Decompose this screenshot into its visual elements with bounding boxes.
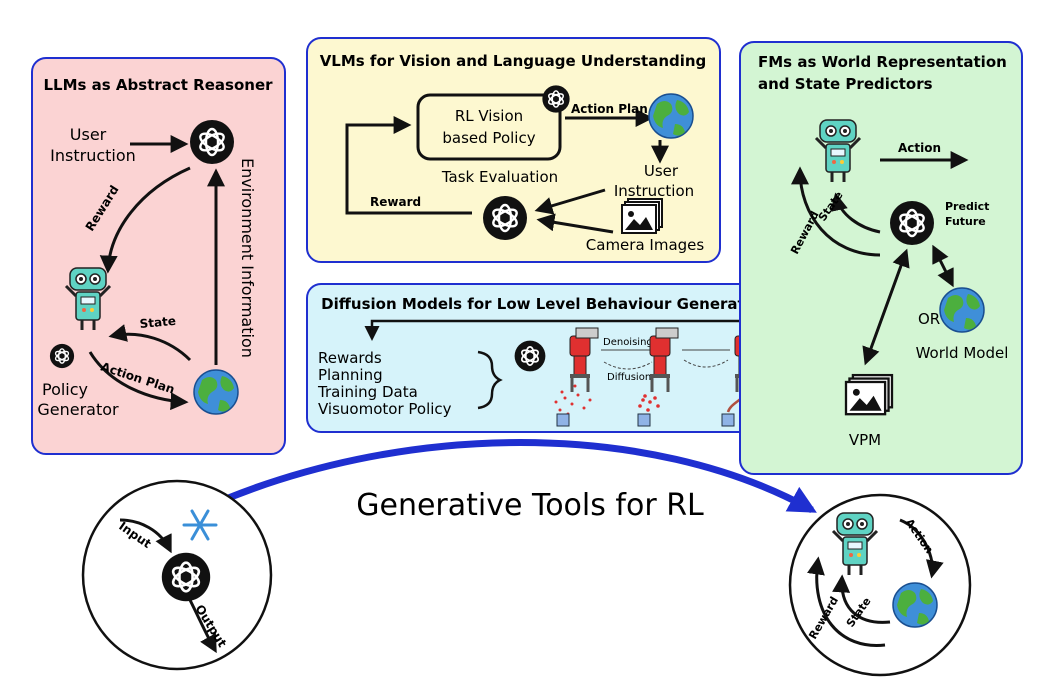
fm-panel-title-line2: and State Predictors — [758, 75, 933, 93]
vlm-openai-logo-icon — [481, 194, 529, 242]
fm-panel-title-line1: FMs as World Representation — [758, 53, 1007, 71]
vlm-camera-images-label: Camera Images — [586, 236, 705, 254]
vlm-reward-label: Reward — [370, 195, 421, 209]
vlm-images-to-logo-arrow — [536, 213, 614, 234]
llm-globe-icon — [193, 369, 239, 415]
diffusion-cube-2 — [637, 413, 651, 427]
fm-predict-line1: Predict — [945, 200, 989, 213]
llm-user-instruction-line2: Instruction — [50, 146, 136, 165]
fm-globe-icon — [939, 287, 985, 333]
fm-vpm-label: VPM — [849, 431, 881, 449]
snowflake-icon — [182, 509, 218, 541]
vlm-reward-loop-arrow — [345, 116, 472, 215]
fm-predict-line2: Future — [945, 215, 986, 228]
vlm-user-instruction-line1: User — [644, 162, 679, 180]
diffusion-panel-title: Diffusion Models for Low Level Behaviour… — [321, 295, 771, 313]
diffusion-item-3: Visuomotor Policy — [318, 400, 452, 418]
llm-environment-information-label: Environment Information — [238, 158, 257, 358]
diffusion-cube-1 — [556, 413, 570, 427]
vlm-user-instruction-line2: Instruction — [614, 182, 694, 200]
diffusion-item-1: Planning — [318, 366, 383, 384]
diffusion-openai-logo-icon — [513, 339, 547, 373]
vlm-action-plan-label: Action Plan — [571, 102, 648, 116]
diffusion-brace — [477, 350, 503, 410]
bottom-left-openai-logo-icon — [160, 551, 212, 603]
llm-reward-arrow — [99, 166, 191, 274]
llm-small-openai-logo-icon — [49, 343, 75, 369]
main-title: Generative Tools for RL — [356, 488, 704, 523]
llm-policy-line2: Generator — [37, 400, 119, 419]
bottom-input-arrow — [119, 518, 172, 554]
fm-world-model-arrow — [932, 244, 954, 288]
diffusion-particles-2 — [638, 394, 660, 412]
vlm-policy-box-line2: based Policy — [442, 129, 535, 147]
vlm-globe-icon — [648, 93, 694, 139]
fm-state-arrow — [830, 192, 881, 234]
diffusion-dashed-arc-1 — [603, 361, 653, 370]
vlm-instruction-to-logo-arrow — [534, 188, 606, 215]
bottom-reward-arrow — [807, 556, 886, 647]
diffusion-diffusion-label: Diffusion — [607, 372, 651, 383]
diffusion-item-2: Training Data — [317, 383, 418, 401]
llm-policy-line1: Policy — [42, 380, 88, 399]
bottom-action-arrow — [899, 518, 944, 579]
llm-action-plan-arrow — [88, 351, 189, 411]
bottom-globe-icon — [892, 582, 938, 628]
fm-action-label: Action — [898, 141, 941, 155]
vlm-panel-title: VLMs for Vision and Language Understandi… — [320, 52, 707, 70]
fm-vpm-arrow — [862, 248, 910, 366]
vlm-policy-box — [416, 93, 562, 161]
diffusion-cube-3 — [721, 413, 735, 427]
diffusion-particles-1 — [554, 384, 592, 416]
fm-openai-logo-icon — [888, 199, 936, 247]
llm-openai-logo-icon — [188, 118, 236, 166]
diffusion-denoising-label: Denoising — [603, 337, 653, 348]
llm-state-label: State — [139, 314, 176, 331]
llm-user-instruction-line1: User — [70, 125, 107, 144]
diffusion-dashed-arc-2 — [683, 359, 729, 368]
vlm-image-stack-icon — [621, 198, 663, 234]
vlm-policy-box-line1: RL Vision — [455, 107, 523, 125]
bottom-output-arrow — [188, 599, 217, 654]
vlm-task-evaluation-label: Task Evaluation — [441, 168, 558, 186]
vlm-small-openai-logo-icon — [541, 84, 571, 114]
llm-panel-title: LLMs as Abstract Reasoner — [43, 76, 273, 94]
bottom-state-arrow — [832, 574, 891, 624]
fm-or-label: OR — [918, 310, 940, 328]
vlm-panel — [306, 37, 721, 263]
fm-image-stack-icon — [844, 373, 894, 416]
diffusion-item-0: Rewards — [318, 349, 382, 367]
bottom-blue-arrow — [198, 439, 817, 514]
fm-world-model-label: World Model — [916, 344, 1009, 362]
llm-state-arrow — [108, 324, 192, 362]
